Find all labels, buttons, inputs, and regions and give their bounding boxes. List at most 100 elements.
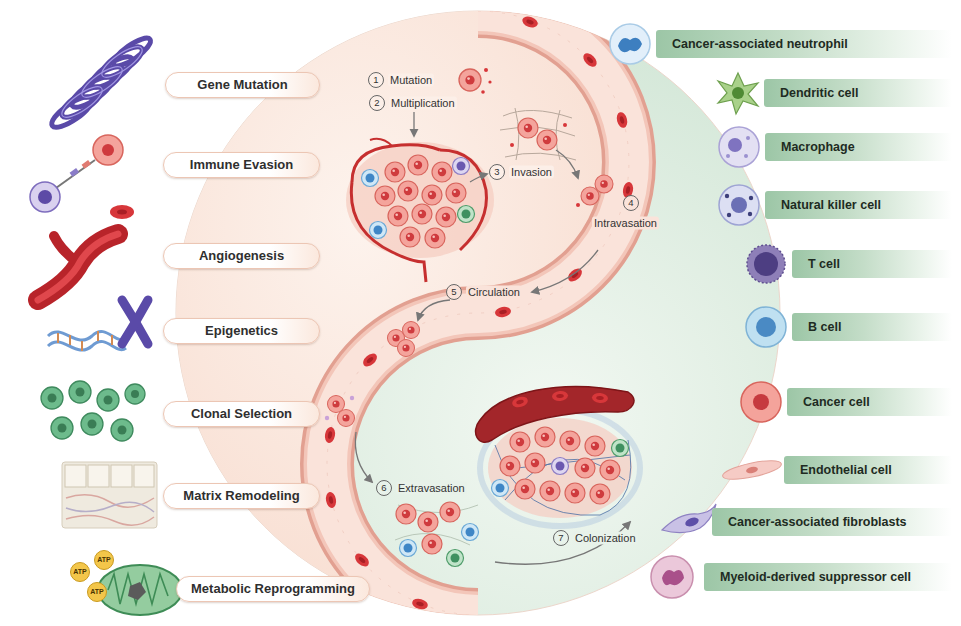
clonal-selection-icon [125,384,145,404]
mdsc-icon [651,556,693,598]
mdsc-icon [651,556,693,598]
circulating-tumor-cells [338,410,355,427]
primary-tumor [412,204,432,224]
metastatic-tumor [592,392,609,403]
hallmark-pill: Gene Mutation [165,72,320,98]
extravasating-cells [395,502,479,567]
primary-tumor [346,142,494,258]
pill-label: Gene Mutation [197,77,287,93]
process-arrows [470,174,487,182]
immune-evasion-icon [102,144,114,156]
metastatic-tumor [585,436,605,456]
metastatic-tumor [515,479,535,499]
metastatic-tumor [590,484,610,504]
cancer-cell-icon [741,382,781,422]
metastatic-tumor [476,387,640,526]
dna-helix-icon [48,34,154,133]
atp-molecule: ATP [70,562,90,582]
metastatic-tumor [540,481,560,501]
clonal-selection-icon [131,390,139,398]
clonal-selection-icon [118,426,127,435]
legend-band: B cell [792,313,952,341]
legend-band: Cancer cell [787,388,952,416]
extravasating-cells [462,524,479,541]
invading-cells [537,130,557,150]
step-label: Invasion [509,166,554,179]
step-label: Extravasation [396,482,467,495]
nk-cell-icon [749,196,753,200]
extravasating-cells [418,512,438,532]
dna-helix-icon [48,34,154,133]
circulating-tumor-cells [325,416,329,420]
dna-helix-icon [98,42,146,83]
fibroblast-icon [662,504,716,533]
angiogenesis-icon [38,234,118,300]
mutated-cell [488,80,491,83]
circulating-tumor-cells [350,396,354,400]
invading-cells [503,110,572,118]
step-number: 3 [489,164,505,180]
step-label: Multiplication [389,97,457,110]
intravasating-cells [576,203,580,207]
metastatic-tumor [488,418,632,518]
clonal-selection-icon [58,424,67,433]
pill-label: Angiogenesis [199,248,284,264]
cancer-cell-icon [741,382,781,422]
red-blood-cells [521,15,539,30]
intravasating-cells [595,175,613,193]
immune-evasion-icon [70,168,79,177]
clonal-selection-icon [81,413,103,435]
clonal-selection-icon [41,381,145,441]
circulating-tumor-cells [328,396,345,413]
primary-tumor [408,155,428,175]
nk-cell-icon [727,213,731,217]
matrix-remodeling-icon [65,465,154,487]
epigenetics-icon [122,300,148,344]
macrophage-icon [744,154,748,158]
immune-evasion-icon [56,160,95,188]
legend-label: B cell [792,320,841,335]
primary-tumor [370,139,392,146]
primary-tumor [362,170,379,187]
dendritic-cell-icon [718,73,758,114]
clonal-selection-icon [88,420,97,429]
t-cell-icon [754,252,778,276]
matrix-remodeling-icon [62,462,157,528]
process-arrows [556,150,578,178]
process-arrows [418,300,450,320]
fibroblast-icon [662,504,716,533]
clonal-selection-icon [51,417,73,439]
legend-label: Dendritic cell [764,86,859,101]
matrix-remodeling-icon [66,495,154,525]
legend-label: T cell [792,257,840,272]
cancer-cell-icon [753,394,769,410]
epigenetics-icon [69,335,71,345]
extravasating-cells [422,534,442,554]
b-cell-icon [756,317,776,337]
intravasating-cells [576,175,613,207]
metastasis-ground [176,11,780,615]
primary-tumor [432,162,452,182]
b-cell-icon [746,307,786,347]
primary-tumor [346,139,494,282]
red-blood-cells [494,306,511,319]
process-arrows [413,112,414,136]
metastatic-tumor [560,431,580,451]
step-number: 7 [553,530,569,546]
epigenetics-icon [57,333,59,343]
t-cell-icon [747,245,785,283]
mutated-cell [459,68,492,94]
endothelial-cell-icon [721,457,783,483]
pill-label: Matrix Remodeling [183,488,299,504]
mitochondrion-icon [98,565,182,615]
primary-tumor [446,183,466,203]
process-arrows [355,432,372,482]
pill-label: Metabolic Reprogramming [191,581,355,597]
step-number: 1 [368,72,384,88]
epigenetics-icon [48,342,126,351]
invading-cells [563,123,567,127]
step-label: Colonization [573,532,638,545]
epigenetics-icon [97,331,99,341]
nk-cell-icon [725,194,729,198]
